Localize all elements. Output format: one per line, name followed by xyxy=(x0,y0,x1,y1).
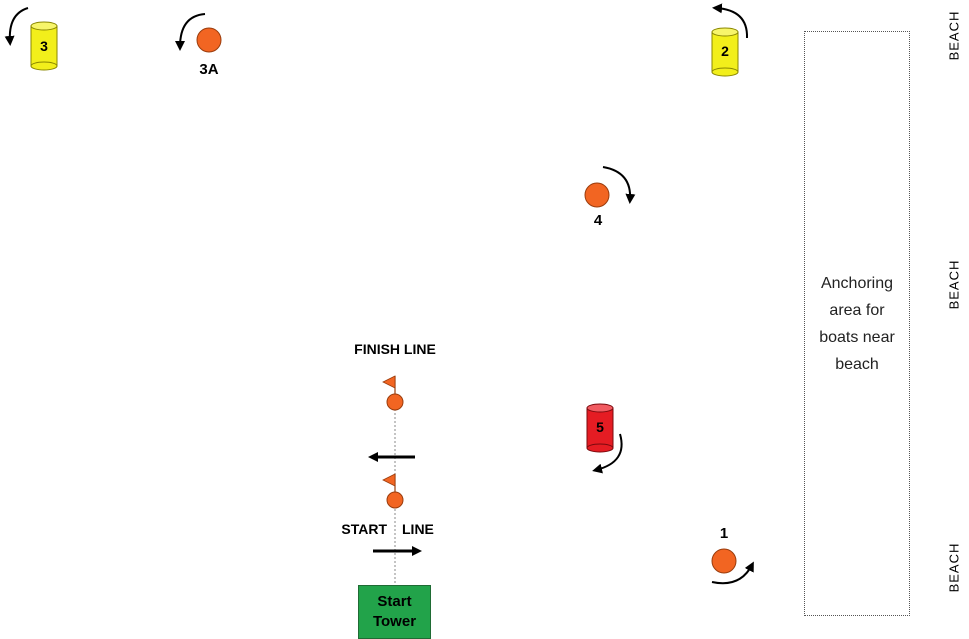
mark-1-rounding-arrow xyxy=(711,561,754,585)
mark-1-buoy: 1 xyxy=(711,525,737,574)
mark-4-rounding-arrow xyxy=(602,166,636,204)
mark-3-rounding-arrow xyxy=(4,7,29,46)
mark-3a-rounding-arrow xyxy=(175,13,206,51)
mark-1-label: 1 xyxy=(720,525,728,542)
mark-5-rounding-arrow xyxy=(592,433,623,474)
start-line-label-left: START xyxy=(341,521,387,537)
start-flag-buoy xyxy=(382,473,404,509)
mark-5-buoy: 5 xyxy=(586,403,614,453)
mark-2-label: 2 xyxy=(721,43,729,59)
finish-line-label: FINISH LINE xyxy=(354,341,436,357)
beach-label-top: BEACH xyxy=(946,10,962,61)
anchoring-area-label: Anchoring area for boats near beach xyxy=(819,274,895,373)
mark-3-label: 3 xyxy=(40,38,48,54)
mark-4-label: 4 xyxy=(594,212,603,229)
mark-5-label: 5 xyxy=(596,419,604,435)
start-tower: Start Tower xyxy=(358,585,431,639)
finish-flag-buoy xyxy=(382,375,404,411)
start-line-label-right: LINE xyxy=(402,521,434,537)
mark-2-buoy: 2 xyxy=(711,27,739,77)
mark-3a-buoy: 3A xyxy=(196,27,222,78)
mark-3a-label: 3A xyxy=(199,61,218,78)
mark-4-buoy: 4 xyxy=(584,182,610,229)
beach-label-bottom: BEACH xyxy=(946,542,962,593)
anchoring-area: Anchoring area for boats near beach xyxy=(804,31,910,616)
start-tower-label-line1: Start xyxy=(377,593,412,610)
beach-label-middle: BEACH xyxy=(946,259,962,310)
mark-3-buoy: 3 xyxy=(30,21,58,71)
mark-2-rounding-arrow xyxy=(712,3,749,39)
start-tower-label-line2: Tower xyxy=(372,613,417,630)
